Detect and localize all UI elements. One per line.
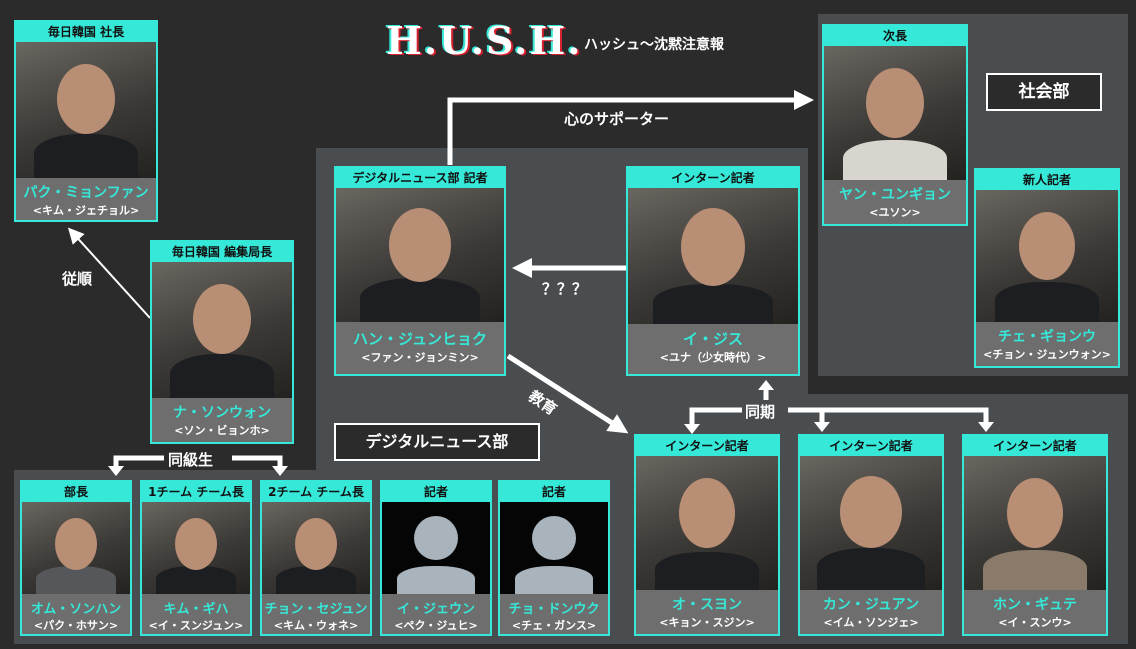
show-subtitle: ハッシュ〜沈黙注意報 [584, 37, 724, 53]
character-name: チェ・ギョンウ [998, 329, 1096, 345]
actor-name: <チェ・ガンス> [511, 619, 597, 632]
education-arrow [506, 353, 629, 434]
actor-name: <ファン・ジョンミン> [361, 351, 479, 364]
actor-name: <パク・ホサン> [33, 619, 119, 632]
character-role: 新人記者 [976, 170, 1118, 190]
character-role: デジタルニュース部 記者 [336, 168, 504, 188]
unknown-label: ？？？ [542, 280, 588, 298]
actor-name: <キョン・スジン> [659, 616, 755, 629]
character-name: ハン・ジュンヒョク [353, 330, 487, 348]
character-photo [152, 262, 292, 398]
actor-name: <ペク・ジュヒ> [394, 619, 478, 632]
character-card-park-myunghwan[interactable]: 毎日韓国 社長 パク・ミョンファン <キム・ジェチョル> [14, 20, 158, 222]
character-role: 毎日韓国 編集局長 [152, 242, 292, 262]
classmates-connector [108, 455, 288, 476]
character-card-lee-jaeun[interactable]: 記者 イ・ジェウン <ペク・ジュヒ> [380, 480, 492, 636]
character-role: インターン記者 [628, 168, 798, 188]
character-photo [22, 502, 130, 594]
actor-name: <ユナ（少女時代）> [659, 351, 767, 364]
character-card-oh-suyeon[interactable]: インターン記者 オ・スヨン <キョン・スジン> [634, 434, 780, 636]
character-name: パク・ミョンファン [23, 185, 149, 201]
society-section-label: 社会部 [986, 73, 1102, 111]
placeholder-avatar-icon [500, 502, 608, 594]
show-logo: H.U.S.H. [386, 18, 583, 63]
character-name: キム・ギハ [163, 602, 229, 617]
character-name: チョン・セジュン [264, 602, 368, 617]
actor-name: <キム・ジェチョル> [32, 204, 140, 217]
character-role: 毎日韓国 社長 [16, 22, 156, 42]
character-photo [262, 502, 370, 594]
character-role: 2チーム チーム長 [262, 482, 370, 502]
character-card-yang-yunkyung[interactable]: 次長 ヤン・ユンギョン <ユソン> [822, 24, 968, 226]
character-name: オ・スヨン [672, 597, 742, 613]
placeholder-avatar-icon [382, 502, 490, 594]
character-name: イ・ジェウン [396, 602, 475, 617]
character-name: ホン・ギュテ [993, 597, 1077, 613]
character-card-hong-gyute[interactable]: インターン記者 ホン・ギュテ <イ・スンウ> [962, 434, 1108, 636]
obedience-label: 従順 [62, 270, 93, 288]
character-card-jung-sejun[interactable]: 2チーム チーム長 チョン・セジュン <キム・ウォネ> [260, 480, 372, 636]
character-card-han-junhyuk[interactable]: デジタルニュース部 記者 ハン・ジュンヒョク <ファン・ジョンミン> [334, 166, 506, 376]
classmates-label: 同級生 [168, 451, 214, 469]
obedience-arrow [67, 227, 151, 319]
supporter-arrow [447, 90, 814, 165]
character-photo [142, 502, 250, 594]
character-role: 記者 [382, 482, 490, 502]
supporter-label: 心のサポーター [564, 110, 670, 128]
character-role: インターン記者 [636, 436, 778, 456]
character-card-kang-juan[interactable]: インターン記者 カン・ジュアン <イム・ソンジェ> [798, 434, 944, 636]
actor-name: <キム・ウォネ> [273, 619, 359, 632]
actor-name: <ソン・ビョンホ> [174, 424, 270, 437]
character-photo [964, 456, 1106, 590]
character-photo [824, 46, 966, 180]
same-year-label: 同期 [745, 403, 776, 421]
character-photo [800, 456, 942, 590]
actor-name: <イ・スンジュン> [148, 619, 244, 632]
character-photo [636, 456, 778, 590]
character-card-cho-dongwook[interactable]: 記者 チョ・ドンウク <チェ・ガンス> [498, 480, 610, 636]
actor-name: <イム・ソンジェ> [823, 616, 919, 629]
character-name: チョ・ドンウク [508, 602, 600, 617]
character-role: 1チーム チーム長 [142, 482, 250, 502]
character-name: ヤン・ユンギョン [839, 187, 951, 203]
character-photo [628, 188, 798, 324]
character-card-lee-jisu[interactable]: インターン記者 イ・ジス <ユナ（少女時代）> [626, 166, 800, 376]
character-role: 記者 [500, 482, 608, 502]
actor-name: <チョン・ジュンウォン> [983, 348, 1111, 361]
character-card-choi-kyungwoo[interactable]: 新人記者 チェ・ギョンウ <チョン・ジュンウォン> [974, 168, 1120, 368]
character-photo [16, 42, 156, 178]
character-role: 次長 [824, 26, 966, 46]
character-name: オム・ソンハン [30, 602, 122, 617]
character-card-na-sungwon[interactable]: 毎日韓国 編集局長 ナ・ソンウォン <ソン・ビョンホ> [150, 240, 294, 444]
character-name: イ・ジス [682, 330, 743, 348]
digital-section-label: デジタルニュース部 [334, 423, 540, 461]
same-year-connector [684, 380, 994, 434]
character-card-um-sunghan[interactable]: 部長 オム・ソンハン <パク・ホサン> [20, 480, 132, 636]
character-role: インターン記者 [964, 436, 1106, 456]
character-photo [976, 190, 1118, 322]
character-name: ナ・ソンウォン [173, 405, 271, 421]
character-photo [336, 188, 504, 322]
character-role: 部長 [22, 482, 130, 502]
actor-name: <イ・スンウ> [998, 616, 1072, 629]
character-role: インターン記者 [800, 436, 942, 456]
actor-name: <ユソン> [869, 206, 921, 219]
character-card-kim-giha[interactable]: 1チーム チーム長 キム・ギハ <イ・スンジュン> [140, 480, 252, 636]
character-name: カン・ジュアン [822, 597, 920, 613]
